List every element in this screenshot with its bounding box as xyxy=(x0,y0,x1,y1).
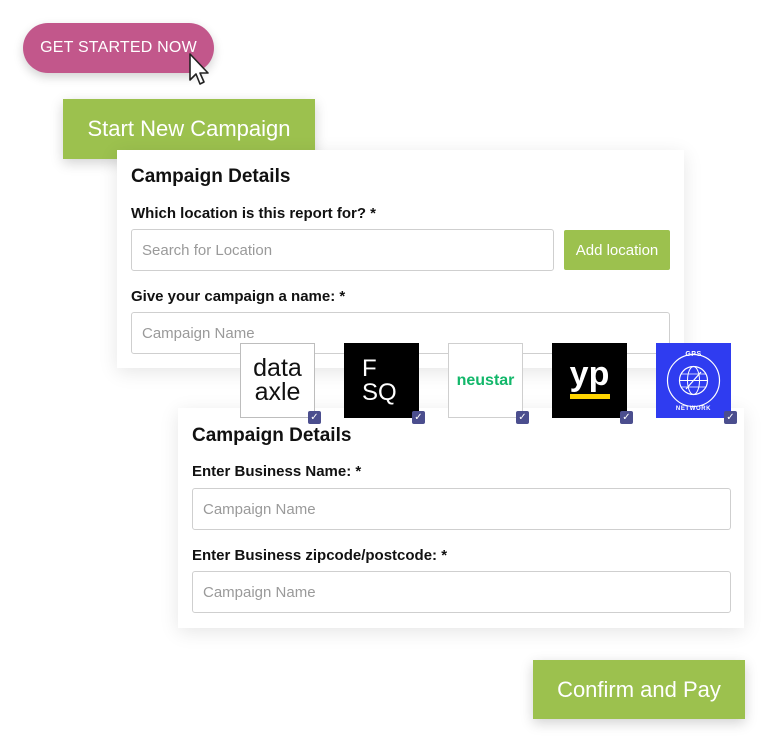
gps-network-logo[interactable]: GPS NETWORK xyxy=(656,343,731,418)
data-axle-line1: data xyxy=(253,353,302,382)
start-new-campaign-button[interactable]: Start New Campaign xyxy=(63,99,315,159)
data-axle-line2: axle xyxy=(254,377,301,406)
yp-logo[interactable]: yp xyxy=(552,343,627,418)
get-started-button[interactable]: GET STARTED NOW xyxy=(23,23,214,73)
business-name-placeholder: Campaign Name xyxy=(203,500,316,518)
business-name-label: Enter Business Name: * xyxy=(192,463,362,480)
confirm-and-pay-label: Confirm and Pay xyxy=(557,676,721,702)
campaign-name-label: Give your campaign a name: * xyxy=(131,288,346,305)
get-started-label: GET STARTED NOW xyxy=(40,39,197,56)
mouse-pointer-icon xyxy=(189,53,209,85)
confirm-and-pay-button[interactable]: Confirm and Pay xyxy=(533,660,745,719)
checkbox-gps-network[interactable]: ✓ xyxy=(724,411,737,424)
data-axle-logo[interactable]: data axle xyxy=(240,343,315,418)
fsq-logo[interactable]: F SQ xyxy=(344,343,419,418)
location-label: Which location is this report for? * xyxy=(131,205,377,222)
fsq-line1: F xyxy=(362,354,377,382)
card-title: Campaign Details xyxy=(131,166,291,187)
gps-bottom-text: NETWORK xyxy=(675,406,712,412)
business-details-card: Campaign Details Enter Business Name: * … xyxy=(178,408,744,628)
neustar-text: neustar xyxy=(456,371,515,389)
gps-globe-icon xyxy=(666,353,721,408)
yp-text: yp xyxy=(569,354,610,393)
checkbox-yp[interactable]: ✓ xyxy=(620,411,633,424)
campaign-name-placeholder: Campaign Name xyxy=(142,324,255,342)
business-name-input[interactable]: Campaign Name xyxy=(192,488,731,530)
zipcode-input[interactable]: Campaign Name xyxy=(192,571,731,613)
yp-underline xyxy=(569,393,610,399)
card-title: Campaign Details xyxy=(192,425,352,446)
neustar-logo[interactable]: neustar xyxy=(448,343,523,418)
zipcode-label: Enter Business zipcode/postcode: * xyxy=(192,547,448,564)
location-search-placeholder: Search for Location xyxy=(142,241,273,259)
checkbox-fsq[interactable]: ✓ xyxy=(412,411,425,424)
zipcode-placeholder: Campaign Name xyxy=(203,583,316,601)
add-location-label: Add location xyxy=(575,241,659,259)
gps-top-text: GPS xyxy=(685,351,702,358)
campaign-details-card: Campaign Details Which location is this … xyxy=(117,150,684,368)
location-search-input[interactable]: Search for Location xyxy=(131,229,554,271)
add-location-button[interactable]: Add location xyxy=(564,230,670,270)
start-new-campaign-label: Start New Campaign xyxy=(87,116,291,141)
fsq-line2: SQ xyxy=(362,378,397,406)
checkbox-neustar[interactable]: ✓ xyxy=(516,411,529,424)
checkbox-data-axle[interactable]: ✓ xyxy=(308,411,321,424)
